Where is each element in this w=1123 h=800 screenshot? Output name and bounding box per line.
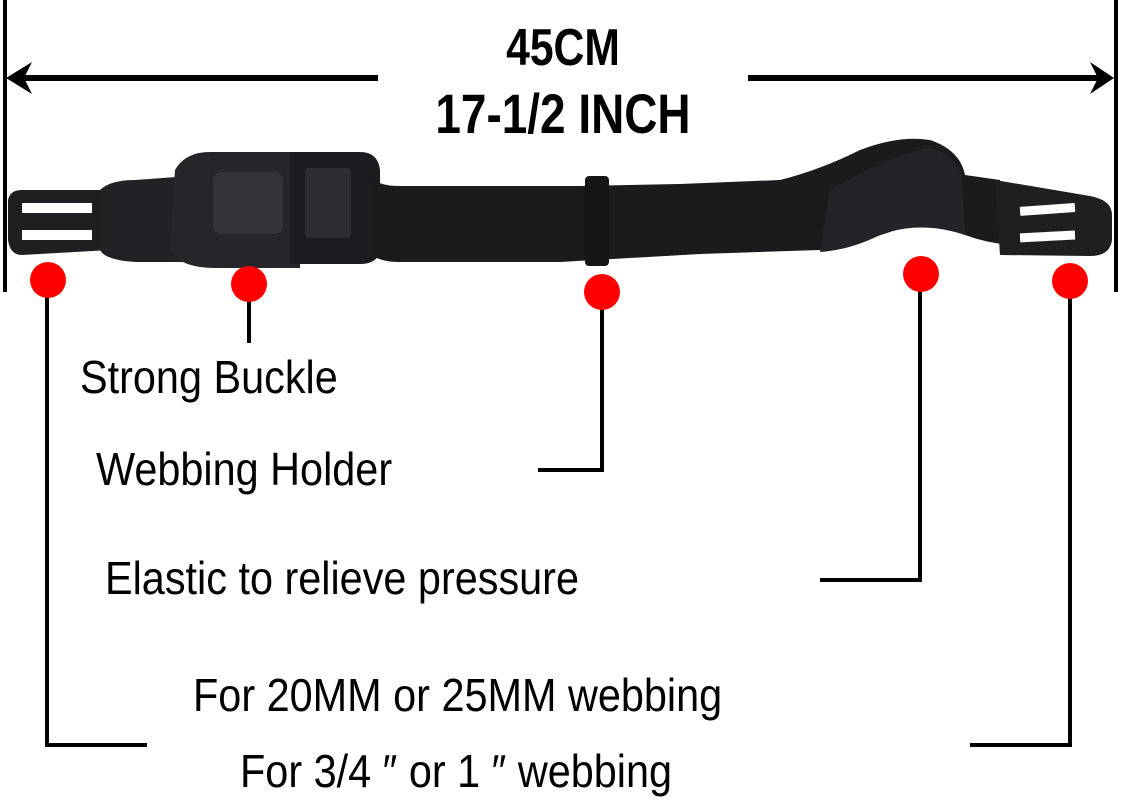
label-webbing-holder: Webbing Holder	[96, 443, 393, 495]
label-elastic: Elastic to relieve pressure	[105, 552, 580, 604]
leader-line-right-clip	[970, 295, 1072, 747]
marker-elastic	[903, 256, 939, 292]
label-webbing-size-mm: For 20MM or 25MM webbing	[193, 669, 723, 721]
label-strong-buckle: Strong Buckle	[80, 351, 338, 403]
dimension-imperial: 17-1/2 INCH	[435, 82, 691, 145]
dimension-metric: 45CM	[506, 19, 620, 77]
marker-right-clip	[1052, 263, 1088, 299]
marker-holder	[584, 274, 620, 310]
label-webbing-size-in: For 3/4 ″ or 1 ″ webbing	[240, 745, 673, 797]
strap-illustration	[8, 138, 1112, 268]
leader-line-left-clip	[45, 295, 147, 747]
marker-left-clip	[30, 262, 66, 298]
leader-lines	[45, 290, 1072, 747]
left-extent-bar	[3, 0, 7, 292]
leader-line-holder	[538, 305, 604, 472]
right-arrowhead-icon	[1090, 62, 1114, 94]
left-arrowhead-icon	[6, 62, 32, 94]
marker-buckle	[231, 266, 267, 302]
right-extent-bar	[1114, 0, 1118, 292]
leader-line-elastic	[820, 290, 922, 582]
